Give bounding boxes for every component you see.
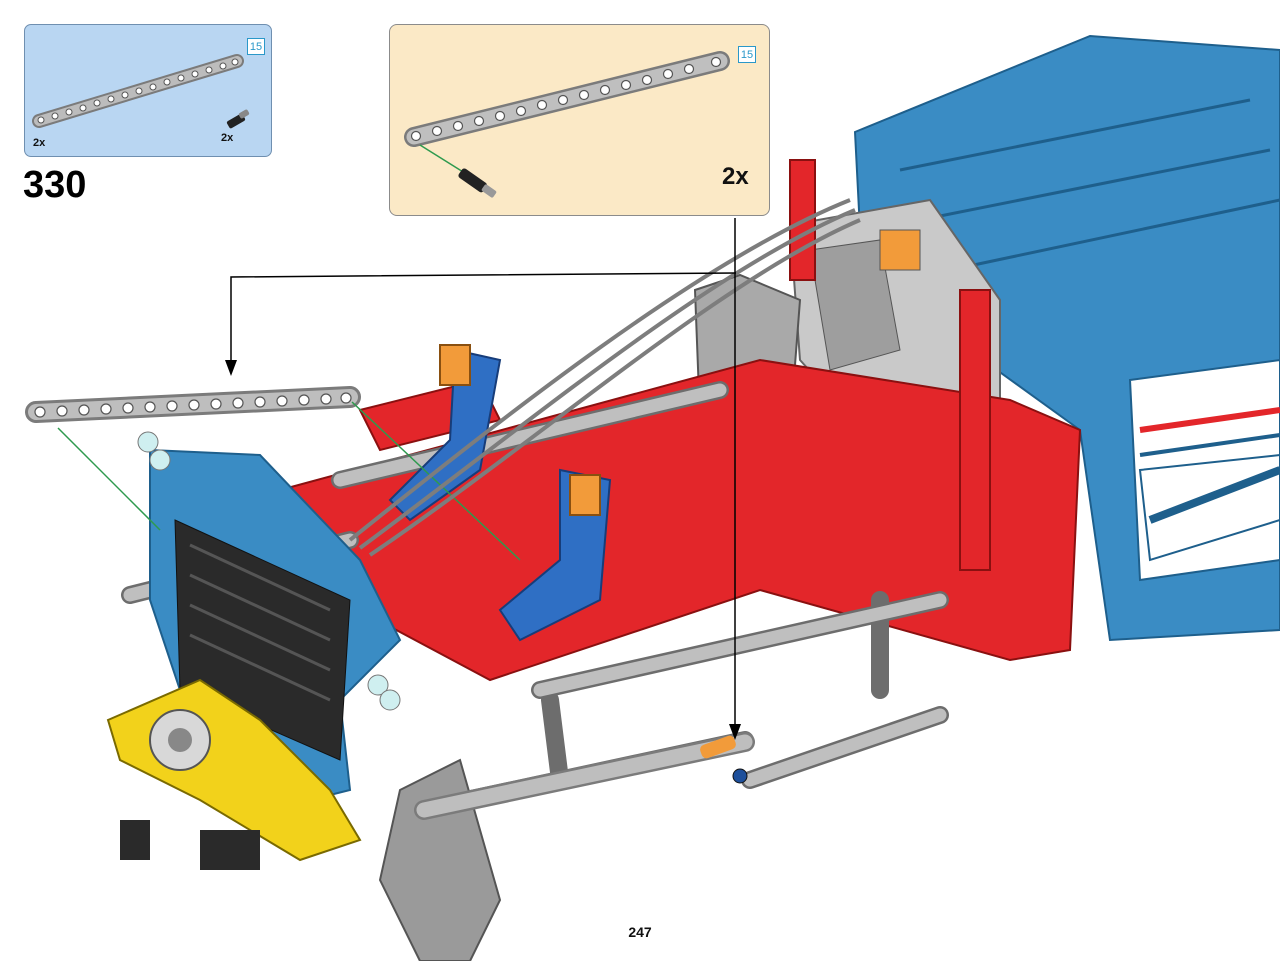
beam-with-pin-image — [404, 51, 730, 198]
alignment-guides — [57, 401, 521, 561]
parts-list-drawings — [32, 54, 250, 129]
page-number: 247 — [628, 924, 652, 940]
placement-arrow-front — [225, 272, 737, 376]
sub-assembly-multiplier: 2x — [722, 163, 749, 190]
beam-length-badge: 15 — [247, 38, 265, 55]
cables — [348, 198, 861, 557]
pin-connector-part-image — [226, 109, 250, 129]
cab-body — [853, 34, 1280, 642]
step-number: 330 — [23, 164, 87, 206]
new-beam-rear — [414, 732, 755, 820]
beam-qty-label: 2x — [33, 137, 46, 149]
placement-arrow-rear — [729, 218, 741, 740]
front-axle — [106, 678, 502, 961]
sub-beam-length-badge: 15 — [738, 46, 756, 63]
pin-qty-label: 2x — [221, 132, 234, 144]
sub-assembly-drawing — [404, 51, 730, 198]
seats — [388, 344, 612, 642]
parts-list-box: 15 2x 2x — [24, 24, 272, 157]
beam-15-part-image — [32, 54, 244, 128]
new-beam-front — [25, 386, 361, 423]
sub-assembly-box: 15 — [389, 24, 770, 216]
